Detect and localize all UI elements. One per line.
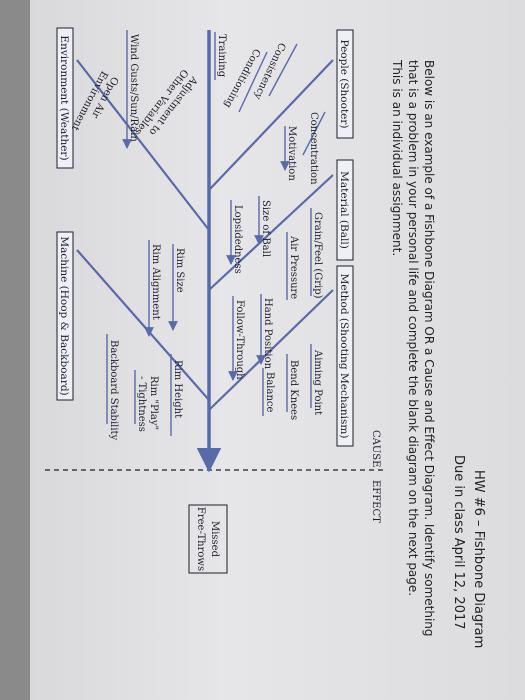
cause-air-pressure: Air Pressure <box>288 235 299 299</box>
cause-hand-position: Hand Position <box>262 298 273 370</box>
cause-rim-play-line-1: Rim "Play" <box>148 376 159 430</box>
cause-lopsidedness: Lopsidedness <box>232 205 243 274</box>
effect-label: EFFECT <box>370 480 381 523</box>
cause-training: Training <box>216 34 227 78</box>
cause-concentration: Concentration <box>308 112 319 185</box>
effect-text-line-2: Free-Throws <box>195 507 206 571</box>
category-method: Method (Shooting Mechanism) <box>338 274 350 439</box>
cause-rim-height: Rim Height <box>172 360 183 418</box>
category-box-people <box>336 29 354 139</box>
bone-method <box>208 289 334 411</box>
cause-follow-through: Follow-Through <box>234 300 245 380</box>
cause-bend-knees: Bend Knees <box>288 360 299 420</box>
category-box-method <box>336 265 354 447</box>
cause-motivation: Motivation <box>286 126 297 181</box>
category-box-environment <box>56 27 74 169</box>
bone-material <box>208 174 334 291</box>
bone-environment <box>76 59 210 231</box>
category-box-machine <box>56 231 74 401</box>
instructions-line-3: This is an individual assignment. <box>390 59 404 256</box>
cause-aiming-point: Aiming Point <box>312 349 323 415</box>
category-people: People (Shooter) <box>338 39 350 128</box>
cause-grain-feel: Grain/Feel (Grip) <box>312 212 323 299</box>
effect-text-line-1: Missed <box>209 521 220 558</box>
category-machine: Machine (Hoop & Backboard) <box>58 236 70 395</box>
cause-rim-alignment: Rim Alignment <box>150 244 161 320</box>
cause-rim-size: Rim Size <box>174 248 185 293</box>
bone-consistency <box>268 43 298 97</box>
category-material: Material (Ball) <box>338 171 350 249</box>
category-environment: Environment (Weather) <box>58 35 70 160</box>
cause-label: CAUSE <box>370 430 381 467</box>
instructions-line-2: that is a problem in your personal life … <box>406 60 420 596</box>
bone-concentration <box>302 111 326 156</box>
category-box-material <box>336 159 354 261</box>
due-date: Due in class April 12, 2017 <box>451 455 466 630</box>
cause-wind-gusts: Wind Gusts/Sun/Rain <box>128 34 139 142</box>
instructions-line-1: Below is an example of a Fishbone Diagra… <box>422 60 436 637</box>
cause-size-of-ball: Size of Ball <box>260 200 271 257</box>
effect-box <box>188 504 228 574</box>
bone-people <box>208 59 334 191</box>
bone-machine <box>76 249 210 401</box>
cause-balance: Balance <box>264 372 275 413</box>
cause-rim-play-line-2: - Tightness <box>136 376 147 432</box>
bone-conditioning <box>238 51 268 113</box>
hw-title: HW #6 – Fishbone Diagram <box>471 470 486 648</box>
cause-backboard-stability: Backboard Stability <box>108 340 119 441</box>
